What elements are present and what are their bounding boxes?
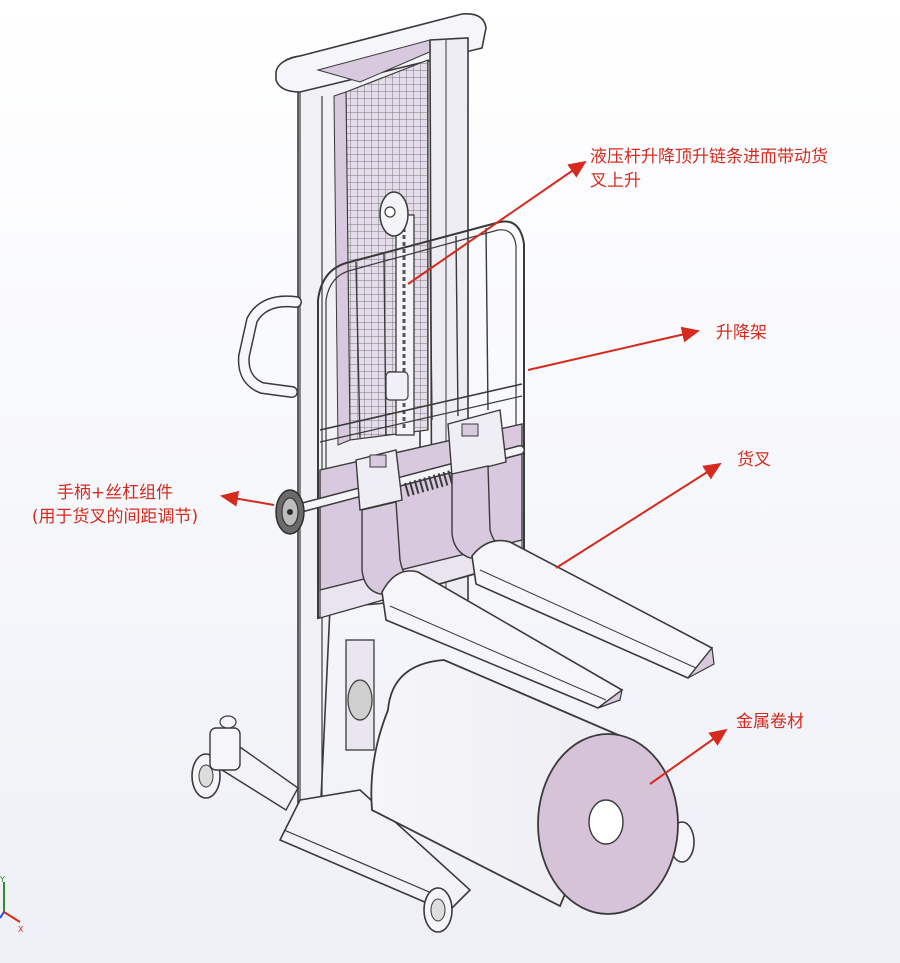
axis-x-label: X: [18, 925, 24, 934]
arrow-fork: [555, 462, 722, 569]
axis-y-label: Y: [0, 875, 5, 884]
callout-chain-label: 液压杆升降顶升链条进而带动货 叉上升: [590, 145, 828, 193]
axis-triad: Y X: [0, 875, 24, 934]
arrow-handle: [220, 490, 275, 507]
fork-tine-left: [381, 570, 624, 709]
callout-arrows: [220, 160, 728, 785]
handwheel: [275, 489, 305, 535]
callout-coil-label: 金属卷材: [736, 712, 804, 732]
callout-chain-line2: 叉上升: [590, 171, 641, 191]
chain-cylinder: [379, 191, 415, 436]
callout-chain-line1: 液压杆升降顶升链条进而带动货: [590, 147, 828, 167]
callout-handle-line2: (用于货叉的间距调节): [31, 507, 199, 527]
callout-fork-label: 货叉: [737, 450, 771, 470]
callout-handle-line1: 手柄+丝杠组件: [56, 483, 174, 503]
fork-tine-right: [471, 539, 715, 679]
arrow-chain: [407, 160, 587, 285]
arrow-coil: [649, 728, 728, 785]
callout-handle-label: 手柄+丝杠组件 (用于货叉的间距调节): [10, 481, 220, 529]
lead-screw: [295, 409, 525, 513]
metal-coil: [370, 659, 679, 915]
pump-unit: [345, 639, 375, 751]
arrow-carriage: [527, 326, 700, 371]
callout-carriage-label: 升降架: [716, 323, 767, 343]
